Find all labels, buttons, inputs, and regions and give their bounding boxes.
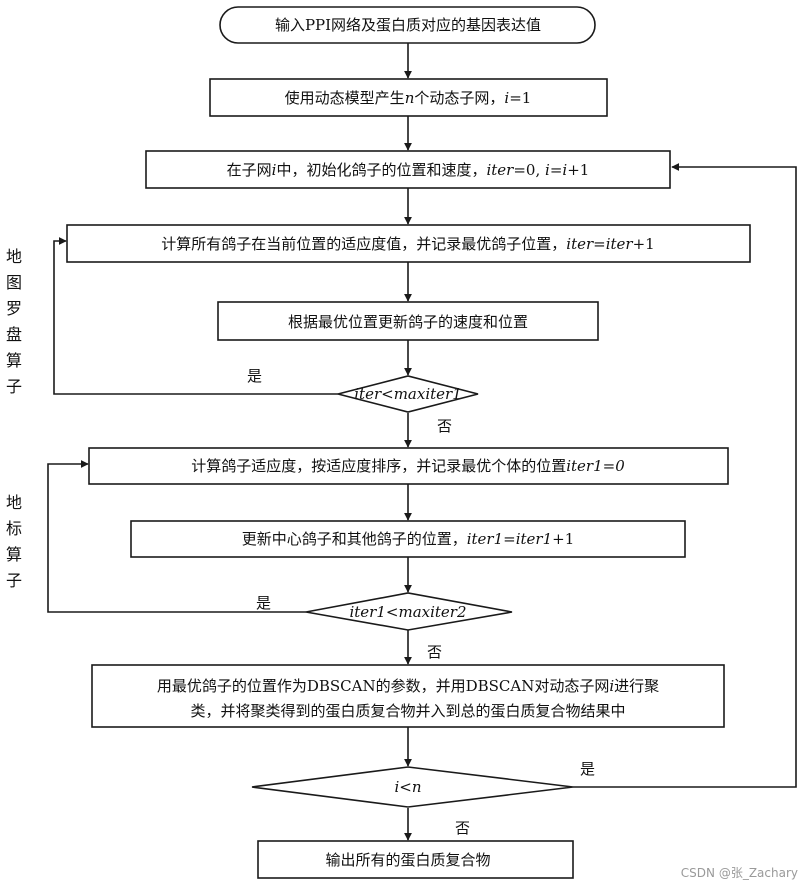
dec3-no-label: 否 [455, 819, 470, 837]
decision-i-n: i<n [251, 766, 574, 808]
dec2-yes-label: 是 [256, 594, 271, 612]
side-char: 图 [6, 273, 22, 292]
step-compute-fitness: 计算所有鸽子在当前位置的适应度值，并记录最优鸽子位置，iter=iter+1 [66, 224, 751, 263]
edge-dec3-loop-yes [573, 163, 797, 788]
step-update-velocity: 根据最优位置更新鸽子的速度和位置 [217, 301, 599, 341]
step3-label: 计算所有鸽子在当前位置的适应度值，并记录最优鸽子位置，iter=iter+1 [161, 235, 654, 253]
side-char: 地 [6, 493, 22, 512]
step-generate-subnets: 使用动态模型产生n个动态子网，i=1 [209, 78, 608, 117]
edge-dec1-loop-yes [53, 237, 338, 395]
side-char: 子 [6, 571, 22, 590]
step6-label: 更新中心鸽子和其他鸽子的位置，iter1=iter1+1 [242, 530, 575, 548]
dec2-label: iter1<maxiter2 [349, 603, 466, 621]
landmark-operator-label: 地 标 算 子 [6, 493, 22, 590]
side-char: 子 [6, 377, 22, 396]
side-char: 标 [6, 519, 22, 538]
step5-label: 计算鸽子适应度，按适应度排序，并记录最优个体的位置iter1=0 [191, 457, 625, 475]
side-char: 算 [6, 351, 22, 370]
end-node: 输出所有的蛋白质复合物 [257, 840, 574, 879]
step7-line1: 用最优鸽子的位置作为DBSCAN的参数，并用DBSCAN对动态子网i进行聚 [157, 677, 659, 695]
side-char: 地 [6, 247, 22, 266]
dec1-label: iter<maxiter1 [354, 385, 462, 403]
dec1-no-label: 否 [437, 417, 452, 435]
decision-iter-maxiter1: iter<maxiter1 [337, 375, 479, 413]
step1-label: 使用动态模型产生n个动态子网，i=1 [285, 89, 532, 107]
dec3-label: i<n [394, 778, 421, 796]
edge-dec2-loop-yes [47, 460, 306, 613]
end-label: 输出所有的蛋白质复合物 [325, 851, 490, 869]
dec3-yes-label: 是 [580, 760, 595, 778]
step4-label: 根据最优位置更新鸽子的速度和位置 [288, 313, 528, 331]
side-char: 罗 [6, 299, 22, 318]
step-init-pigeons: 在子网i中，初始化鸽子的位置和速度，iter=0, i=i+1 [145, 150, 671, 189]
step7-line2: 类，并将聚类得到的蛋白质复合物并入到总的蛋白质复合物结果中 [190, 702, 625, 720]
side-char: 算 [6, 545, 22, 564]
map-compass-operator-label: 地 图 罗 盘 算 子 [6, 247, 22, 396]
edges [47, 42, 797, 841]
start-node: 输入PPI网络及蛋白质对应的基因表达值 [219, 6, 596, 44]
step-sort-fitness: 计算鸽子适应度，按适应度排序，并记录最优个体的位置iter1=0 [88, 447, 729, 485]
watermark: CSDN @张_Zachary [681, 866, 798, 880]
step2-label: 在子网i中，初始化鸽子的位置和速度，iter=0, i=i+1 [227, 161, 590, 179]
dec2-no-label: 否 [427, 643, 442, 661]
start-label: 输入PPI网络及蛋白质对应的基因表达值 [275, 16, 541, 34]
side-char: 盘 [6, 325, 22, 344]
step-dbscan: 用最优鸽子的位置作为DBSCAN的参数，并用DBSCAN对动态子网i进行聚 类，… [91, 664, 725, 728]
dec1-yes-label: 是 [247, 367, 262, 385]
step-update-center: 更新中心鸽子和其他鸽子的位置，iter1=iter1+1 [130, 520, 686, 558]
decision-iter1-maxiter2: iter1<maxiter2 [305, 592, 513, 631]
